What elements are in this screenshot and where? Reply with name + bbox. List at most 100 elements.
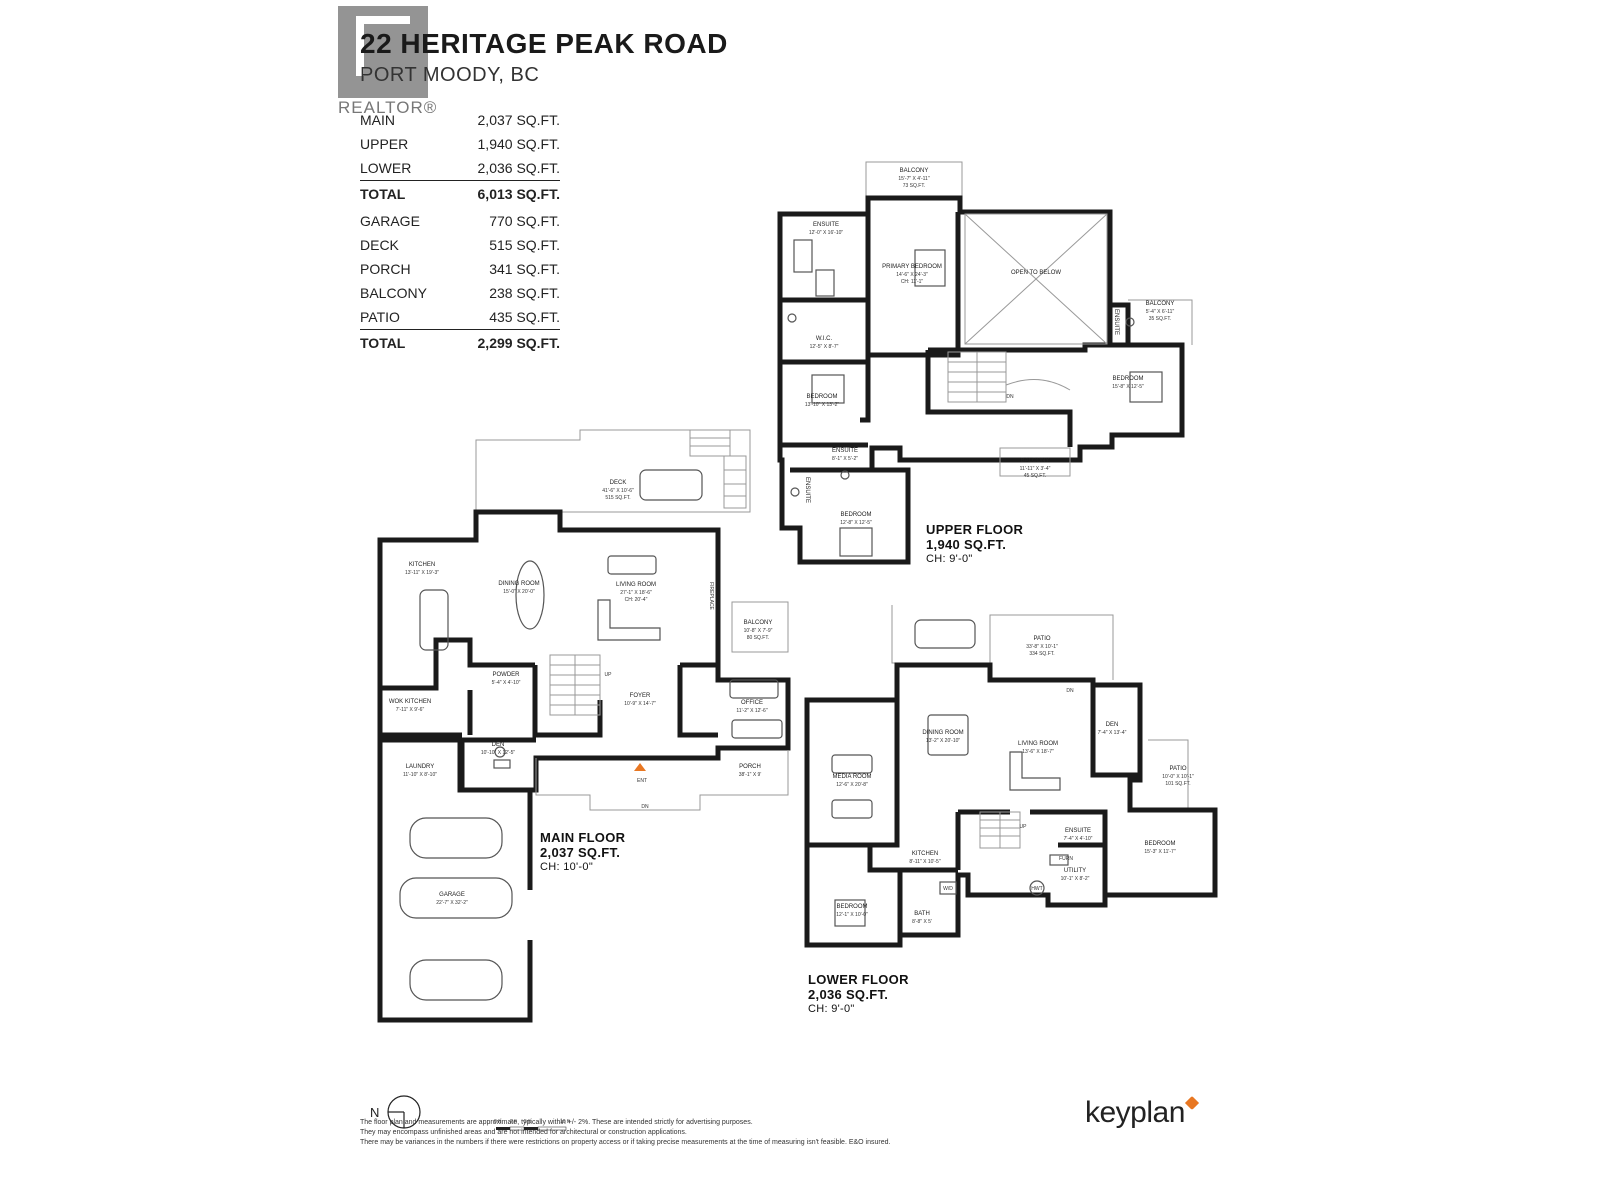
disclaimer-line: There may be variances in the numbers if… <box>360 1139 891 1146</box>
area-label: MAIN <box>360 112 395 128</box>
lower-utility-label: UTILITY <box>1064 868 1086 874</box>
svg-text:334 SQ.FT.: 334 SQ.FT. <box>1029 651 1054 657</box>
svg-text:13'-2" X 20'-10": 13'-2" X 20'-10" <box>926 738 961 744</box>
svg-text:15'-8" X 12'-5": 15'-8" X 12'-5" <box>1112 384 1144 390</box>
north-compass: N <box>370 1095 421 1129</box>
area-value: 770 SQ.FT. <box>489 213 560 229</box>
lower-patio-1-label: PATIO <box>1033 636 1050 642</box>
main-wok-kitchen-label: WOK KITCHEN <box>389 699 431 705</box>
svg-text:12'-1" X 10'-0": 12'-1" X 10'-0" <box>836 912 868 918</box>
lower-dining-room-label: DINING ROOM <box>922 730 963 736</box>
svg-text:5'-4" X 6'-11": 5'-4" X 6'-11" <box>1146 309 1175 315</box>
lower-den-label: DEN <box>1106 722 1119 728</box>
disclaimer-line: The floor plan and measurements are appr… <box>360 1119 753 1126</box>
svg-text:ENT: ENT <box>637 778 647 784</box>
svg-text:13'-6" X 18'-7": 13'-6" X 18'-7" <box>1022 749 1054 755</box>
main-porch-label: PORCH <box>739 764 761 770</box>
svg-text:5 ft: 5 ft <box>524 1119 532 1125</box>
svg-text:10 ft: 10 ft <box>560 1119 570 1125</box>
upper-wic-label: W.I.C. <box>816 336 833 342</box>
main-living-room-label: LIVING ROOM <box>616 582 656 588</box>
svg-text:FURN: FURN <box>1059 856 1073 862</box>
svg-text:27'-1" X 18'-6": 27'-1" X 18'-6" <box>620 590 652 596</box>
upper-floor-name: UPPER FLOOR <box>926 522 1024 537</box>
lower-media-room-label: MEDIA ROOM <box>832 774 871 780</box>
area-total-value: 6,013 SQ.FT. <box>470 180 560 205</box>
main-kitchen-label: KITCHEN <box>409 562 435 568</box>
area-value: 1,940 SQ.FT. <box>477 136 560 152</box>
disclaimer: The floor plan and measurements are appr… <box>360 1118 920 1148</box>
lower-patio-1 <box>891 605 1114 680</box>
lower-ensuite-label: ENSUITE <box>1065 828 1091 834</box>
lower-bath-label: BATH <box>914 911 930 917</box>
svg-text:10'-1" X 8'-2": 10'-1" X 8'-2" <box>1061 876 1090 882</box>
svg-text:8'-11" X 10'-5": 8'-11" X 10'-5" <box>909 859 940 865</box>
main-garage-label: GARAGE <box>439 892 465 898</box>
svg-text:7'-4" X 4'-10": 7'-4" X 4'-10" <box>1064 836 1093 842</box>
svg-text:HWT: HWT <box>1031 886 1042 892</box>
keyplan-logo: keyplan <box>1085 1096 1185 1129</box>
compass-north-label: N <box>370 1105 379 1120</box>
lower-floor-label: LOWER FLOOR 2,036 SQ.FT. CH: 9'-0" <box>808 972 909 1017</box>
svg-text:12'-5" X 8'-7": 12'-5" X 8'-7" <box>810 344 839 350</box>
upper-ensuite-1-label: ENSUITE <box>813 222 839 228</box>
svg-text:15'-3" X 11'-7": 15'-3" X 11'-7" <box>1144 849 1175 855</box>
svg-text:UP: UP <box>605 672 613 678</box>
svg-text:35 SQ.FT.: 35 SQ.FT. <box>1149 316 1172 322</box>
realtor-watermark: REALTOR® <box>338 98 438 117</box>
main-foyer-label: FOYER <box>630 693 651 699</box>
main-balcony <box>731 601 789 653</box>
svg-text:FIREPLACE: FIREPLACE <box>708 582 714 610</box>
svg-text:8'-8" X 5': 8'-8" X 5' <box>912 919 932 925</box>
area-label: UPPER <box>360 136 409 152</box>
disclaimer-line: They may encompass unfinished areas and … <box>360 1129 687 1136</box>
svg-text:12'-0" X 16'-10": 12'-0" X 16'-10" <box>809 230 844 236</box>
svg-text:CH: 20'-4": CH: 20'-4" <box>625 597 648 603</box>
property-city: PORT MOODY, BC <box>360 64 540 86</box>
svg-text:W/D: W/D <box>943 886 953 892</box>
lower-floor-area: 2,036 SQ.FT. <box>808 987 889 1002</box>
svg-text:10'-0" X 10'-1": 10'-0" X 10'-1" <box>1162 774 1194 780</box>
area-label: PATIO <box>360 309 400 325</box>
svg-text:0 ft: 0 ft <box>494 1119 502 1125</box>
area-row-patio: PATIO 435 SQ.FT. <box>360 305 560 330</box>
upper-bedroom-1-label: BEDROOM <box>806 394 837 400</box>
area-value: 341 SQ.FT. <box>489 261 560 277</box>
upper-ensuite-4-label: ENSUITE <box>804 477 810 503</box>
svg-text:38'-1" X 9': 38'-1" X 9' <box>739 772 762 778</box>
main-floor-name: MAIN FLOOR <box>540 830 626 845</box>
main-laundry-label: LAUNDRY <box>406 764 435 770</box>
svg-text:33'-8" X 10'-1": 33'-8" X 10'-1" <box>1026 644 1058 650</box>
svg-text:8'-1" X 5'-2": 8'-1" X 5'-2" <box>832 456 858 462</box>
svg-text:12'-6" X 20'-8": 12'-6" X 20'-8" <box>836 782 868 788</box>
main-balcony-label: BALCONY <box>744 620 773 626</box>
upper-primary-bedroom-label: PRIMARY BEDROOM <box>882 264 942 270</box>
area-label: LOWER <box>360 160 412 176</box>
svg-text:10'-10" X 12'-5": 10'-10" X 12'-5" <box>481 750 516 756</box>
property-address-title: 22 HERITAGE PEAK ROAD <box>360 28 728 59</box>
upper-ensuite-2-label: ENSUITE <box>1113 309 1119 335</box>
upper-balcony-right-label: BALCONY <box>1146 301 1175 307</box>
svg-text:10'-9" X 14'-7": 10'-9" X 14'-7" <box>624 701 656 707</box>
svg-text:11'-10" X 8'-10": 11'-10" X 8'-10" <box>403 772 437 778</box>
svg-text:12'-8" X 12'-5": 12'-8" X 12'-5" <box>840 520 872 526</box>
lower-kitchen-label: KITCHEN <box>912 851 938 857</box>
area-label: DECK <box>360 237 399 253</box>
upper-bedroom-3-label: BEDROOM <box>840 512 871 518</box>
svg-text:45 SQ.FT.: 45 SQ.FT. <box>1024 473 1047 479</box>
svg-text:DN: DN <box>641 804 649 810</box>
svg-text:11'-2" X 12'-6": 11'-2" X 12'-6" <box>736 708 767 714</box>
area-value: 435 SQ.FT. <box>489 309 560 325</box>
area-value: 515 SQ.FT. <box>489 237 560 253</box>
lower-floor-plan: PATIO 33'-8" X 10'-1" 334 SQ.FT. MEDIA R… <box>804 605 1218 948</box>
area-row-deck: DECK 515 SQ.FT. <box>360 233 560 257</box>
main-floor-ceiling: CH: 10'-0" <box>540 861 594 873</box>
svg-text:13'-10" X 13'-2": 13'-10" X 13'-2" <box>805 402 840 408</box>
upper-ensuite-3-label: ENSUITE <box>832 448 858 454</box>
svg-text:14'-6" X 24'-3": 14'-6" X 24'-3" <box>896 272 928 278</box>
